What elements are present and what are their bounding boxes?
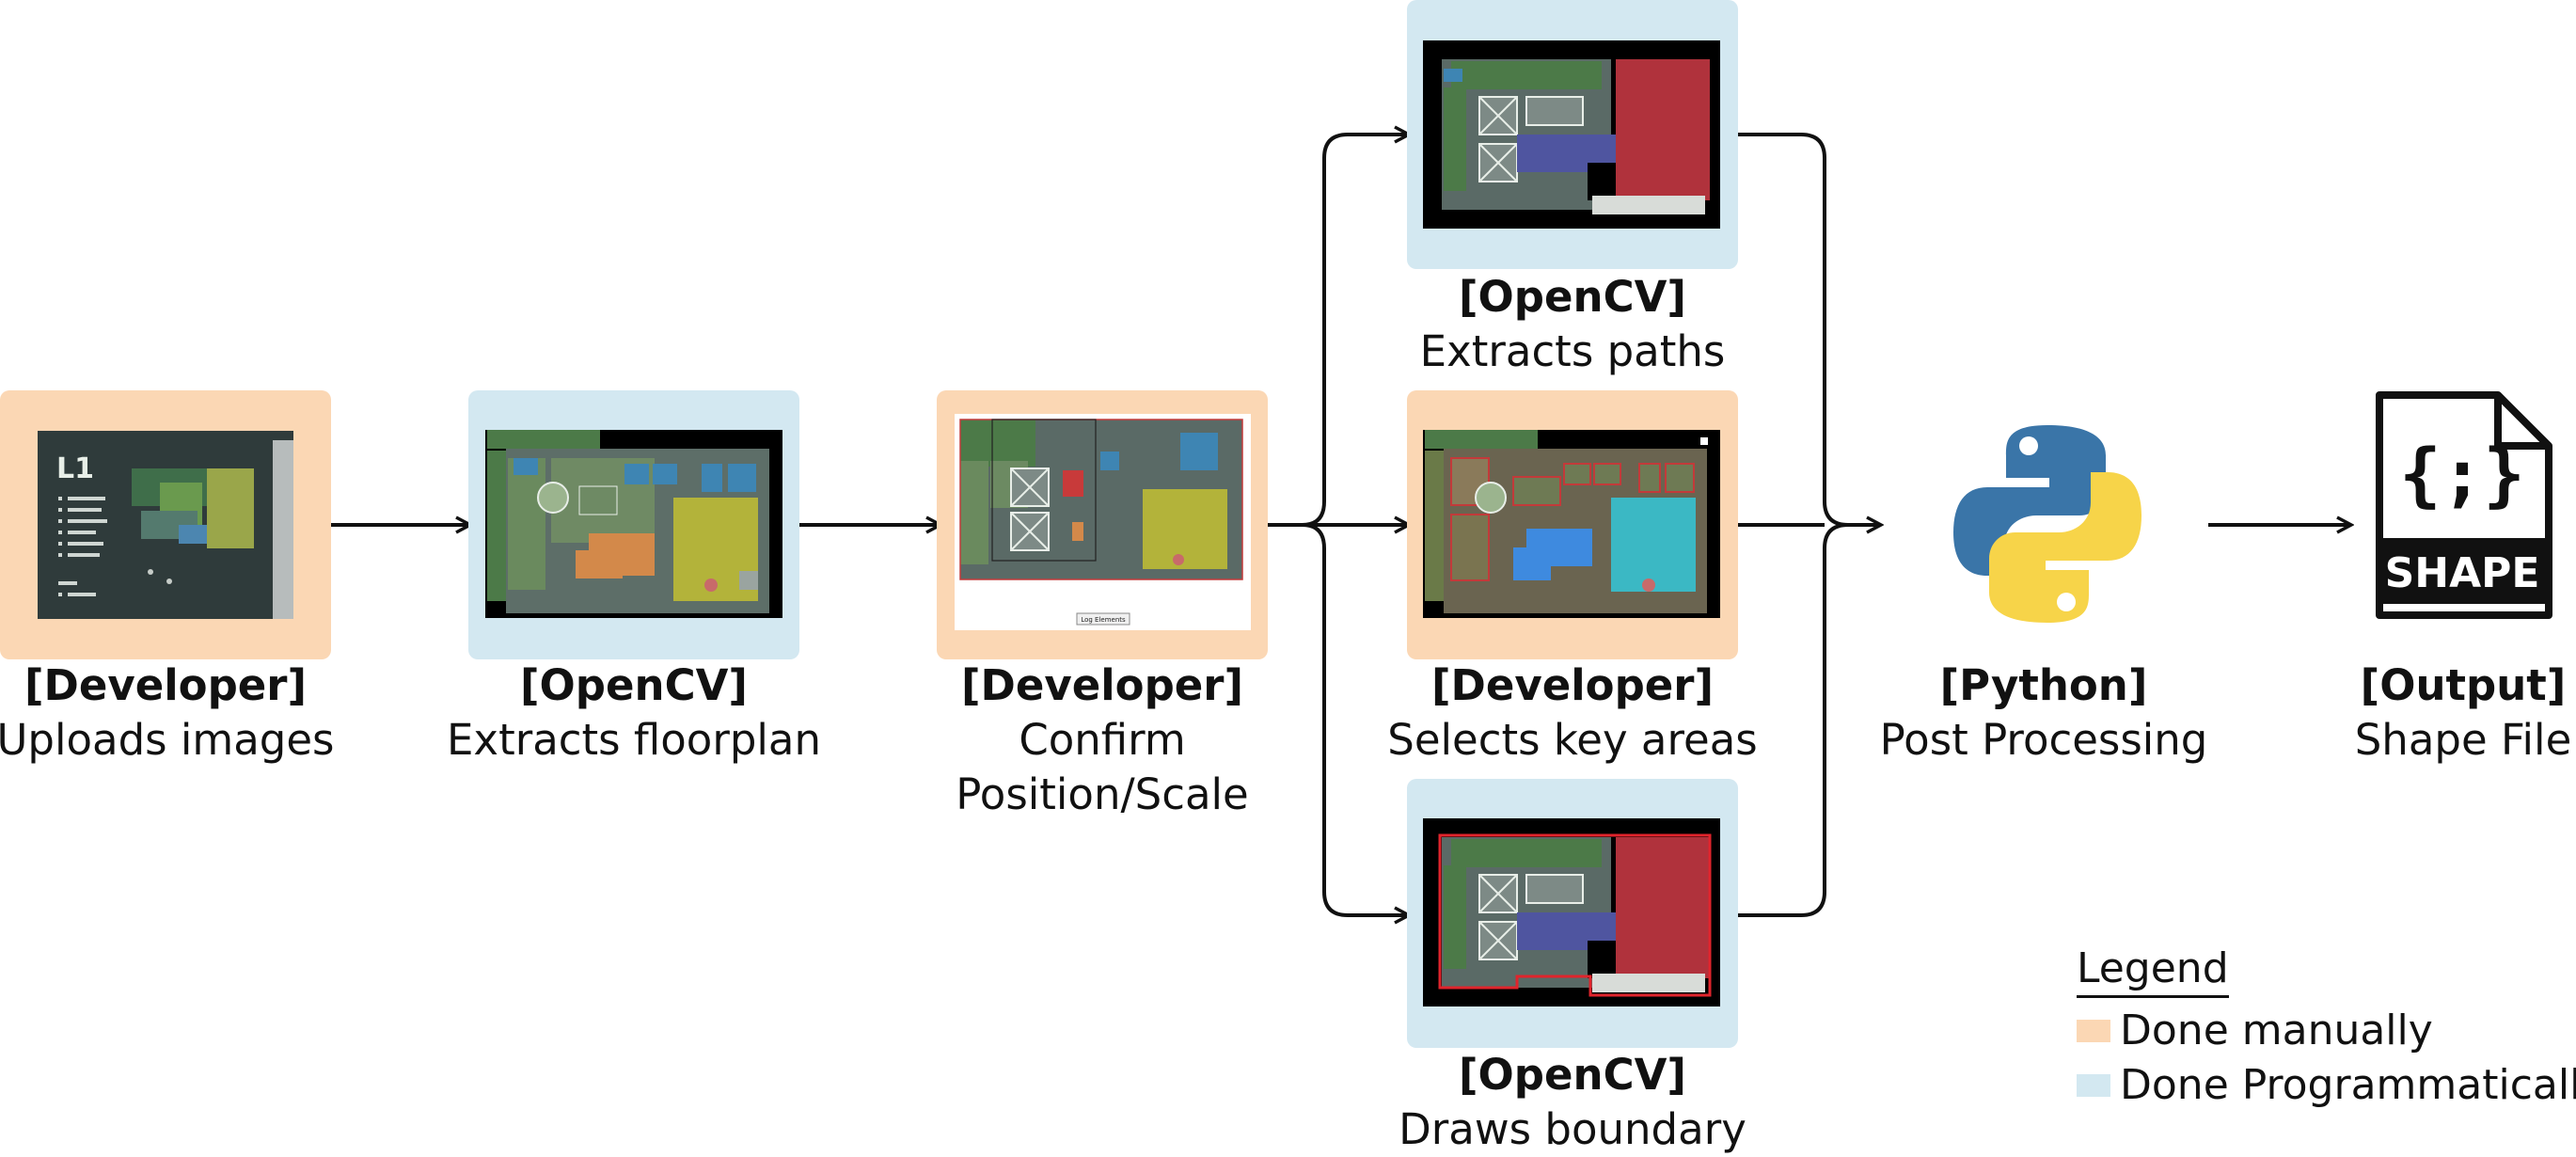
- upload-role: [Developer]: [24, 660, 308, 710]
- boundary-thumbnail: [1423, 818, 1720, 1006]
- extract-paths-role: [OpenCV]: [1458, 272, 1686, 322]
- arrow-confirm-to-boundary: [1302, 523, 1409, 915]
- python-logo-icon: [1953, 425, 2141, 623]
- key-areas-thumbnail: [1423, 430, 1720, 618]
- python-action: Post Processing: [1879, 715, 2208, 765]
- legend-label-manual: Done manually: [2120, 1006, 2433, 1054]
- draw-boundary-label: [OpenCV] Draws boundary: [1370, 1048, 1775, 1157]
- legend-swatch-manual: [2077, 1020, 2110, 1042]
- extract-paths-action: Extracts paths: [1419, 326, 1726, 376]
- arrow-paths-to-python: [1738, 133, 1881, 525]
- extract-paths-label: [OpenCV] Extracts paths: [1370, 270, 1775, 379]
- legend-item-programmatic: Done Programmatically: [2077, 1059, 2576, 1112]
- shape-file-icon: {;} SHAPE: [2376, 391, 2552, 619]
- sign-title: L1: [56, 452, 94, 485]
- legend-item-manual: Done manually: [2077, 1005, 2433, 1057]
- python-role: [Python]: [1939, 660, 2148, 710]
- legend-swatch-programmatic: [2077, 1074, 2110, 1097]
- python-label: [Python] Post Processing: [1841, 658, 2246, 768]
- shape-glyph: {;}: [2399, 435, 2525, 515]
- output-label: [Output] Shape File: [2261, 658, 2576, 768]
- floorplan-extract-thumbnail: [485, 430, 782, 618]
- log-elements-button[interactable]: Log Elements: [1081, 616, 1126, 624]
- sign-photo-thumbnail: L1: [38, 431, 293, 619]
- extract-floorplan-role: [OpenCV]: [519, 660, 748, 710]
- select-areas-role: [Developer]: [1430, 660, 1715, 710]
- arrow-boundary-to-python: [1738, 523, 1849, 917]
- confirm-action-line1: Confirm: [1019, 715, 1186, 765]
- output-action: Shape File: [2354, 715, 2572, 765]
- select-areas-label: [Developer] Selects key areas: [1370, 658, 1775, 768]
- confirm-label: [Developer] Confirm Position/Scale: [900, 658, 1304, 822]
- extract-floorplan-action: Extracts floorplan: [447, 715, 821, 765]
- legend-label-programmatic: Done Programmatically: [2120, 1061, 2576, 1109]
- legend-title: Legend: [2077, 943, 2229, 998]
- draw-boundary-action: Draws boundary: [1399, 1104, 1746, 1154]
- extract-floorplan-label: [OpenCV] Extracts floorplan: [432, 658, 836, 768]
- shape-caption: SHAPE: [2385, 549, 2540, 597]
- confirm-action-line2: Position/Scale: [956, 769, 1249, 819]
- draw-boundary-role: [OpenCV]: [1458, 1050, 1686, 1100]
- select-areas-action: Selects key areas: [1387, 715, 1758, 765]
- confirm-position-thumbnail: Log Elements: [955, 414, 1251, 630]
- upload-action: Uploads images: [0, 715, 335, 765]
- confirm-role: [Developer]: [960, 660, 1244, 710]
- output-role: [Output]: [2360, 660, 2567, 710]
- upload-label: [Developer] Uploads images: [0, 658, 368, 768]
- paths-thumbnail: [1423, 40, 1720, 229]
